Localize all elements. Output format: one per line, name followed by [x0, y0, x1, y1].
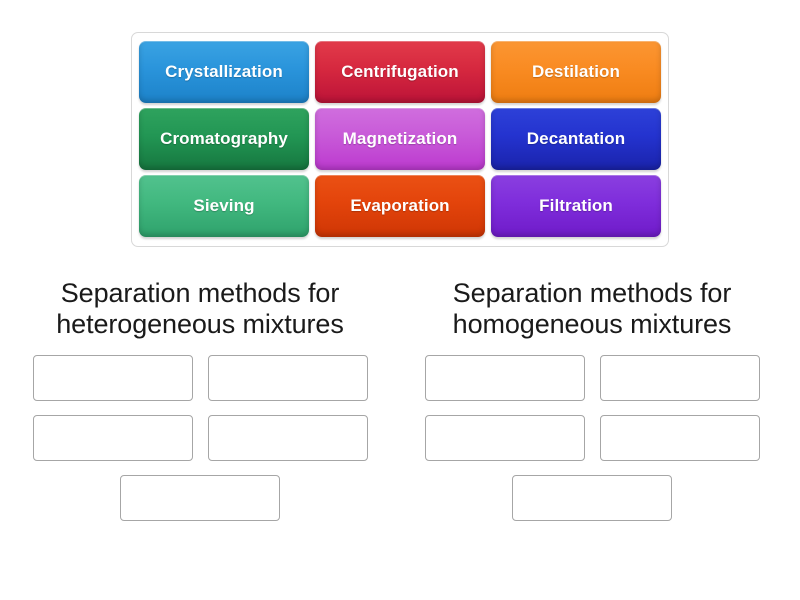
drop-slot[interactable]: [512, 474, 672, 521]
tile-label: Crystallization: [165, 62, 283, 81]
tile-bank-row: Sieving Evaporation Filtration: [139, 175, 661, 237]
draggable-tile-destilation[interactable]: Destilation: [491, 41, 661, 103]
draggable-tile-centrifugation[interactable]: Centrifugation: [315, 41, 485, 103]
drop-slot[interactable]: [424, 414, 585, 461]
drop-slot[interactable]: [32, 354, 193, 401]
column-title-heterogeneous: Separation methods for heterogeneous mix…: [4, 278, 396, 341]
tile-label: Filtration: [539, 196, 613, 215]
tile-bank-row: Cromatography Magnetization Decantation: [139, 108, 661, 170]
drop-slot[interactable]: [424, 354, 585, 401]
drop-slot[interactable]: [599, 354, 760, 401]
tile-bank-row: Crystallization Centrifugation Destilati…: [139, 41, 661, 103]
column-title-line2: homogeneous mixtures: [452, 309, 732, 340]
draggable-tile-crystallization[interactable]: Crystallization: [139, 41, 309, 103]
drop-slot-group-heterogeneous: [4, 354, 396, 521]
group-column-homogeneous: Separation methods for homogeneous mixtu…: [396, 278, 788, 521]
draggable-tile-evaporation[interactable]: Evaporation: [315, 175, 485, 237]
tile-label: Centrifugation: [341, 62, 459, 81]
drop-slot[interactable]: [207, 414, 368, 461]
draggable-tile-magnetization[interactable]: Magnetization: [315, 108, 485, 170]
tile-label: Magnetization: [342, 129, 458, 148]
tile-label: Sieving: [193, 196, 255, 215]
drop-slot-last-row: [4, 474, 396, 521]
draggable-tile-cromatography[interactable]: Cromatography: [139, 108, 309, 170]
column-title-homogeneous: Separation methods for homogeneous mixtu…: [396, 278, 788, 341]
draggable-tile-sieving[interactable]: Sieving: [139, 175, 309, 237]
draggable-tile-filtration[interactable]: Filtration: [491, 175, 661, 237]
draggable-tile-decantation[interactable]: Decantation: [491, 108, 661, 170]
tile-bank: Crystallization Centrifugation Destilati…: [131, 32, 669, 247]
tile-label: Evaporation: [350, 196, 450, 215]
column-title-line2: heterogeneous mixtures: [56, 309, 344, 340]
column-title-line1: Separation methods for: [452, 278, 732, 308]
drop-slot-group-homogeneous: [396, 354, 788, 521]
drop-slot[interactable]: [120, 474, 280, 521]
drop-slot[interactable]: [32, 414, 193, 461]
tile-label: Destilation: [531, 62, 620, 81]
drop-slot[interactable]: [207, 354, 368, 401]
column-title-line1: Separation methods for: [60, 278, 340, 308]
tile-label: Decantation: [526, 129, 626, 148]
tile-label: Cromatography: [160, 129, 288, 148]
drop-slot-last-row: [396, 474, 788, 521]
group-column-heterogeneous: Separation methods for heterogeneous mix…: [4, 278, 396, 521]
drop-slot[interactable]: [599, 414, 760, 461]
